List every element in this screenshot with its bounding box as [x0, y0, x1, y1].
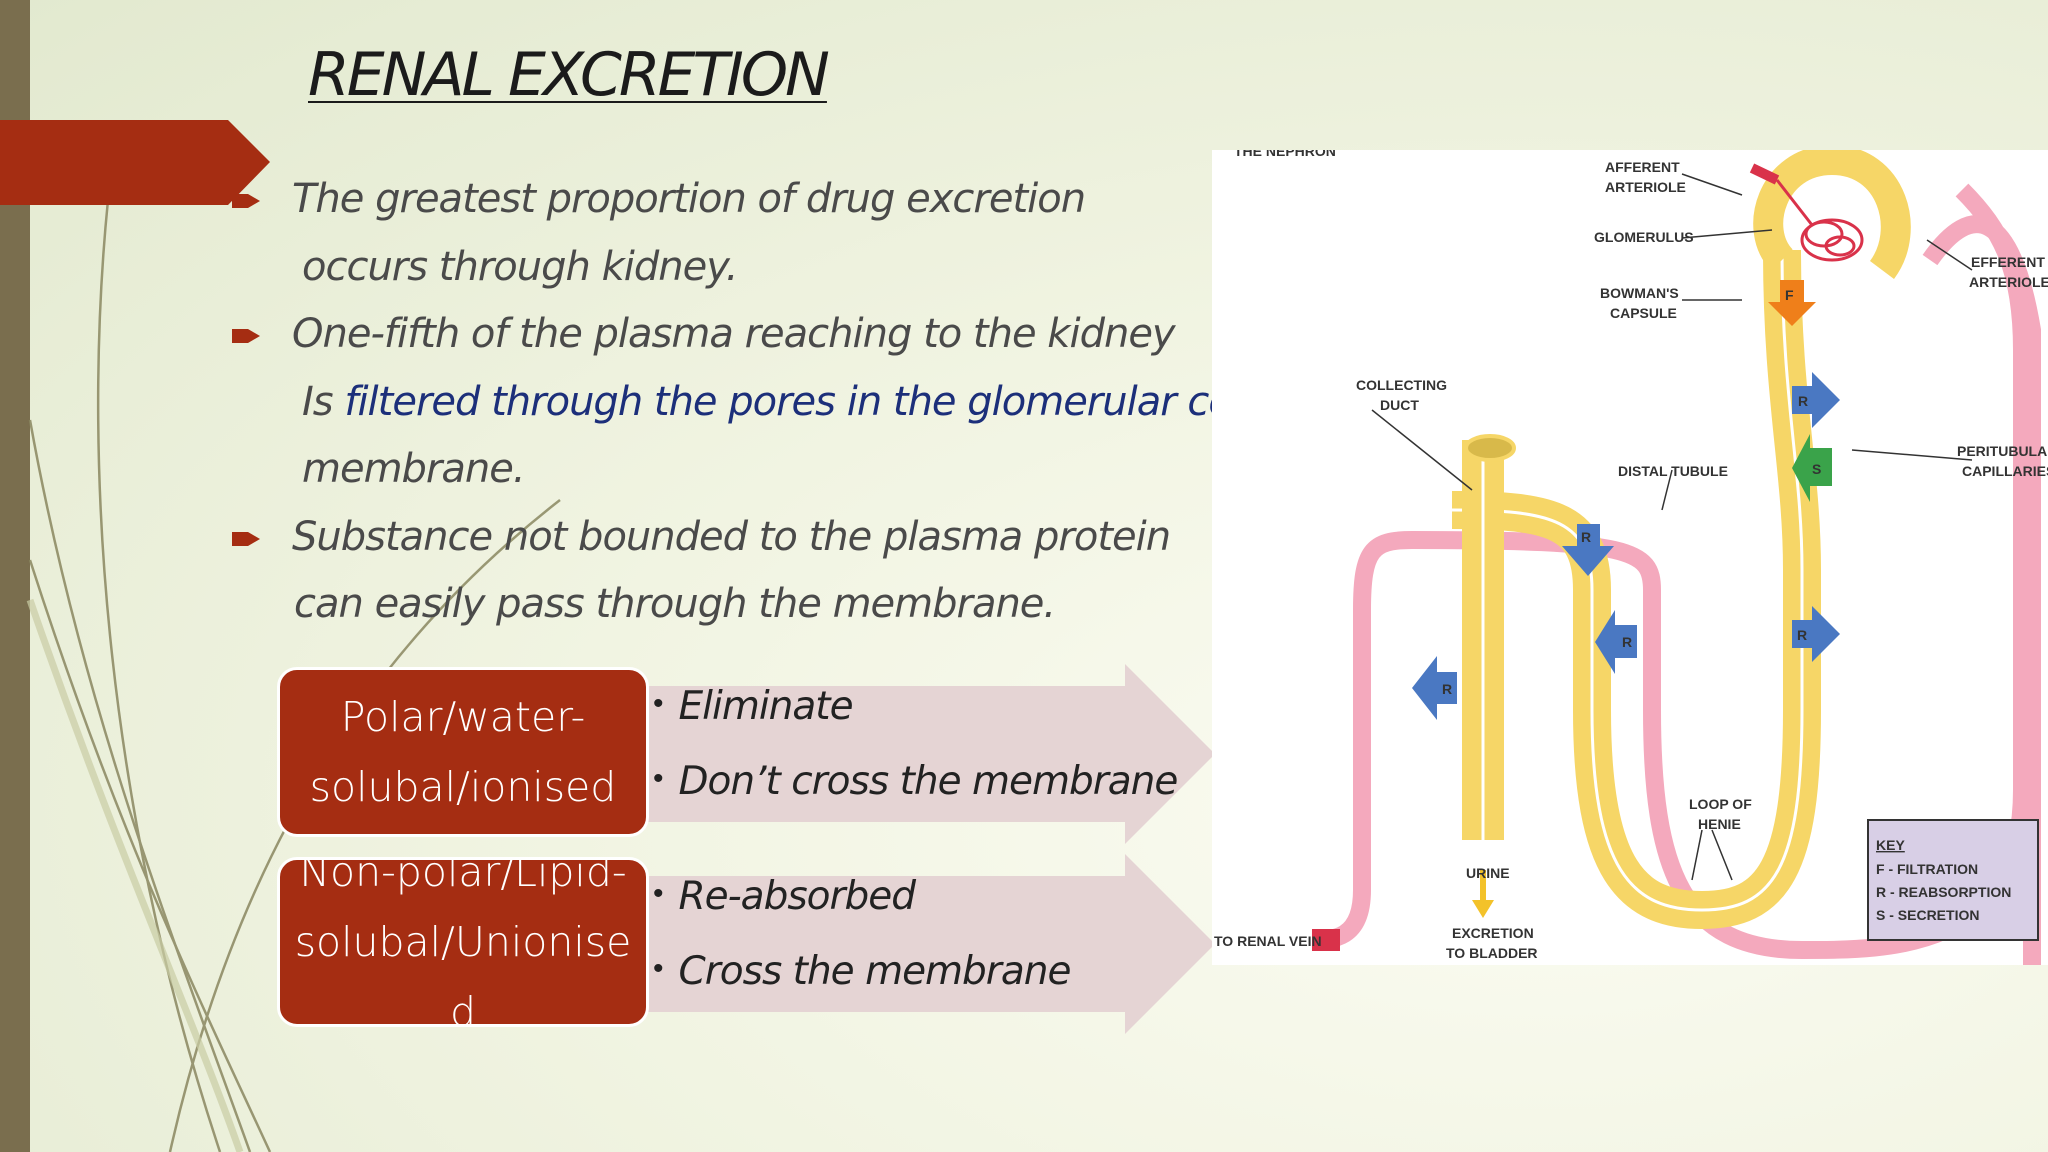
afferent-arteriole	[1749, 163, 1780, 185]
category-label-line: solubal/Unionise	[294, 918, 632, 966]
reabsorption-arrow: R	[1595, 610, 1637, 674]
svg-text:F: F	[1785, 287, 1794, 303]
bullet-dot: •	[653, 951, 663, 986]
secretion-arrow: S	[1792, 434, 1832, 502]
bullet-text: One-fifth of the plasma reaching to the …	[292, 311, 1176, 357]
category-item-text: Cross the membrane	[678, 949, 1072, 994]
key-secretion: S - SECRETION	[1876, 907, 1979, 923]
reabsorption-arrow: R	[1412, 656, 1457, 720]
bullet-text: occurs through kidney.	[302, 243, 738, 290]
key-reabsorption: R - REABSORPTION	[1876, 884, 2011, 900]
category-item: • Don’t cross the membrane	[653, 759, 1179, 804]
label-urine: URINE	[1466, 865, 1510, 881]
category-item-text: Eliminate	[678, 684, 854, 729]
filtration-arrow: F	[1768, 280, 1816, 326]
category-item: • Eliminate	[653, 684, 854, 729]
bullet-dot: •	[653, 761, 663, 796]
bullet-text: can easily pass through the membrane.	[294, 581, 1056, 627]
category-item-text: Re-absorbed	[678, 874, 917, 919]
svg-text:R: R	[1798, 393, 1808, 409]
diagram-key: KEY F - FILTRATION R - REABSORPTION S - …	[1867, 819, 2039, 941]
urine-arrow	[1472, 900, 1494, 918]
slide-title: RENAL EXCRETION	[308, 40, 830, 110]
peritubular-capillary	[1311, 183, 2031, 960]
reabsorption-arrow: R	[1792, 372, 1840, 428]
label-loop: HENIE	[1698, 816, 1741, 832]
bullet-marker-icon	[232, 194, 260, 208]
category-label-line: Non-polar/Lipid-	[299, 857, 627, 896]
collecting-duct-opening	[1464, 434, 1516, 462]
label-excretion: EXCRETION	[1452, 925, 1534, 941]
category-item: • Cross the membrane	[653, 949, 1072, 994]
bullet-dot: •	[653, 686, 663, 721]
nephron-diagram: THE NEPHRON F S R R R R	[1212, 150, 2048, 965]
bullet-line: occurs through kidney.	[232, 234, 1192, 302]
category-arrow-2	[640, 854, 1215, 1034]
category-box-polar: Polar/water- solubal/ionised	[277, 667, 649, 837]
svg-text:R: R	[1797, 627, 1807, 643]
category-label-line: solubal/ionised	[309, 763, 617, 811]
label-afferent: AFFERENT	[1605, 159, 1680, 175]
bullet-line: Substance not bounded to the plasma prot…	[232, 504, 1192, 572]
svg-text:R: R	[1581, 529, 1591, 545]
bowmans-capsule	[1753, 150, 1911, 279]
label-bowmans: CAPSULE	[1610, 305, 1677, 321]
label-collecting-duct: COLLECTING	[1356, 377, 1447, 393]
bullet-text: Substance not bounded to the plasma prot…	[292, 513, 1171, 560]
label-excretion: TO BLADDER	[1446, 945, 1538, 961]
bullet-line: can easily pass through the membrane.	[234, 571, 1192, 639]
label-efferent: ARTERIOLE	[1969, 274, 2048, 290]
bullet-line: The greatest proportion of drug excretio…	[232, 166, 1192, 234]
bullet-line: One-fifth of the plasma reaching to the …	[232, 301, 1192, 369]
bullet-line: Is filtered through the pores in the glo…	[232, 369, 1253, 437]
bullet-text-prefix: Is	[302, 378, 345, 425]
category-item: • Re-absorbed	[653, 874, 917, 919]
label-afferent: ARTERIOLE	[1605, 179, 1686, 195]
bullet-marker-icon	[232, 329, 260, 343]
bullet-list: The greatest proportion of drug excretio…	[232, 166, 1253, 639]
label-distal-tubule: DISTAL TUBULE	[1618, 463, 1728, 479]
bullet-dot: •	[653, 876, 663, 911]
category-arrow-1	[640, 664, 1215, 844]
leader-lines	[1371, 173, 1973, 881]
category-box-nonpolar: Non-polar/Lipid- solubal/Unionise d	[277, 857, 649, 1027]
category-label-line: d	[449, 988, 477, 1027]
glomerulus	[1775, 179, 1864, 262]
bullet-line: membrane.	[232, 436, 1192, 504]
key-title: KEY	[1876, 837, 1905, 853]
svg-text:S: S	[1812, 461, 1821, 477]
svg-text:R: R	[1442, 681, 1452, 697]
diagram-header: THE NEPHRON	[1234, 150, 1336, 159]
label-peritubular: CAPILLARIES	[1962, 463, 2048, 479]
highlighted-text: filtered through the pores in the glomer…	[344, 378, 1253, 425]
key-filtration: F - FILTRATION	[1876, 861, 1978, 877]
category-item-text: Don’t cross the membrane	[678, 759, 1179, 804]
category-label-line: Polar/water-	[340, 693, 586, 741]
label-renal-vein: TO RENAL VEIN	[1214, 933, 1322, 949]
label-loop: LOOP OF	[1689, 796, 1752, 812]
bullet-text: The greatest proportion of drug excretio…	[292, 176, 1086, 222]
label-peritubular: PERITUBULAR	[1957, 443, 2048, 459]
reabsorption-arrow: R	[1562, 524, 1614, 576]
svg-text:R: R	[1622, 634, 1632, 650]
bullet-text: membrane.	[302, 446, 526, 492]
label-collecting-duct: DUCT	[1380, 397, 1419, 413]
label-bowmans: BOWMAN'S	[1600, 285, 1679, 301]
reabsorption-arrow: R	[1792, 606, 1840, 662]
label-glomerulus: GLOMERULUS	[1594, 229, 1694, 245]
bullet-marker-icon	[232, 531, 260, 546]
title-accent-bar	[0, 120, 270, 205]
bullet-text: Is filtered through the pores in the glo…	[302, 369, 1253, 437]
label-efferent: EFFERENT	[1971, 254, 2045, 270]
